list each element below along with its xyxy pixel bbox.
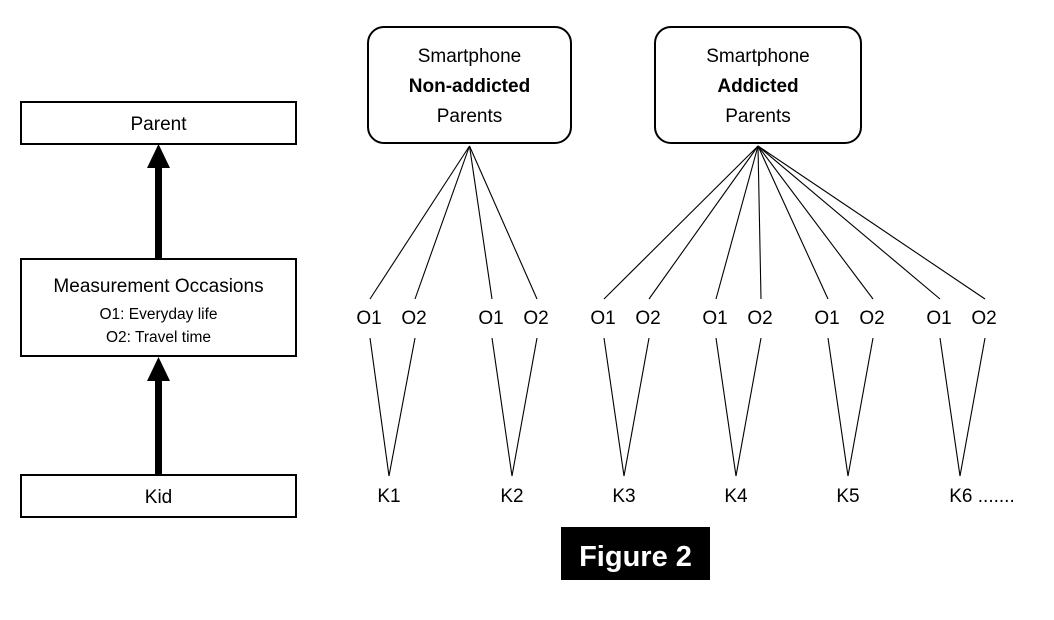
kid-label: K3 <box>612 486 635 507</box>
edge-addicted-to-o1-c <box>757 145 829 300</box>
edge-o1-to-k1 <box>369 337 390 477</box>
edge-o1-to-k5 <box>827 337 849 477</box>
occasion-to-kid-edges <box>369 337 986 477</box>
kid-label: K6 ....... <box>949 486 1014 507</box>
kid-box-rect <box>20 474 297 518</box>
occasion-label-row: O1 O2 O1 O2 O1 O2 O1 O2 O1 O2 O1 O2 <box>356 308 996 329</box>
edge-o2-to-k5 <box>847 337 874 477</box>
occasion-label: O1 <box>590 308 615 329</box>
arrow-head <box>147 357 170 381</box>
edge-addicted-to-o2-d <box>757 145 986 300</box>
edge-o1-to-k3 <box>603 337 625 477</box>
edge-o1-to-k2 <box>491 337 513 477</box>
non-addicted-line2: Non-addicted <box>409 76 530 97</box>
kid-label: K2 <box>500 486 523 507</box>
edge-o2-to-k2 <box>511 337 538 477</box>
figure-caption: Figure 2 <box>561 527 710 580</box>
kid-box-label: Kid <box>145 487 172 508</box>
arrow-kid-to-occasions <box>147 357 170 475</box>
edge-addicted-to-o1-b <box>715 145 759 300</box>
occasion-label: O1 <box>356 308 381 329</box>
parent-box-rect <box>20 101 297 145</box>
edge-o2-to-k6 <box>959 337 986 477</box>
edge-o2-to-k1 <box>388 337 416 477</box>
kid-label-row: K1 K2 K3 K4 K5 K6 ....... <box>377 486 1014 507</box>
occasion-label: O1 <box>926 308 951 329</box>
group-addicted: Smartphone Addicted Parents <box>603 26 986 300</box>
arrow-occasions-to-parent <box>147 144 170 259</box>
edge-addicted-to-o2-a <box>648 145 759 300</box>
measurement-occasions-sublabel-o1: O1: Everyday life <box>99 306 217 323</box>
edge-non-addicted-to-o1-a <box>369 145 470 300</box>
edge-addicted-to-o2-c <box>757 145 874 300</box>
occasion-label: O2 <box>635 308 660 329</box>
occasion-label: O1 <box>702 308 727 329</box>
addicted-line3: Parents <box>725 106 790 127</box>
addicted-node-rect <box>654 26 862 144</box>
measurement-occasions-sublabel-o2: O2: Travel time <box>106 329 211 346</box>
occasion-label: O2 <box>859 308 884 329</box>
kid-label: K4 <box>724 486 748 507</box>
occasion-label: O1 <box>478 308 503 329</box>
occasion-label: O2 <box>747 308 772 329</box>
parent-box-label: Parent <box>131 114 188 135</box>
legend-box-measurement-occasions: Measurement Occasions O1: Everyday life … <box>20 258 297 357</box>
edge-o2-to-k3 <box>623 337 650 477</box>
non-addicted-line3: Parents <box>437 106 502 127</box>
kid-label: K5 <box>836 486 859 507</box>
edge-addicted-to-o1-a <box>603 145 759 300</box>
kid-label: K1 <box>377 486 400 507</box>
edge-addicted-to-o2-b <box>757 145 762 300</box>
arrow-head <box>147 144 170 168</box>
edge-non-addicted-to-o2-a <box>414 145 471 300</box>
edge-addicted-to-o1-d <box>757 145 941 300</box>
addicted-line1: Smartphone <box>706 46 810 67</box>
addicted-line2: Addicted <box>717 76 798 97</box>
non-addicted-node-rect <box>367 26 572 144</box>
occasion-label: O2 <box>523 308 548 329</box>
non-addicted-line1: Smartphone <box>418 46 522 67</box>
edge-non-addicted-to-o2-b <box>468 145 538 300</box>
edge-o1-to-k4 <box>715 337 737 477</box>
edge-o1-to-k6 <box>939 337 961 477</box>
measurement-occasions-box-rect <box>20 258 297 357</box>
legend-box-parent: Parent <box>20 101 297 145</box>
figure-caption-background <box>561 527 710 580</box>
occasion-label: O1 <box>814 308 839 329</box>
measurement-occasions-label: Measurement Occasions <box>53 276 263 297</box>
edge-o2-to-k4 <box>735 337 762 477</box>
edge-non-addicted-to-o1-b <box>468 145 493 300</box>
occasion-label: O2 <box>401 308 426 329</box>
legend-box-kid: Kid <box>20 474 297 518</box>
figure-caption-text: Figure 2 <box>579 541 692 573</box>
occasion-label: O2 <box>971 308 996 329</box>
group-non-addicted: Smartphone Non-addicted Parents <box>367 26 572 300</box>
